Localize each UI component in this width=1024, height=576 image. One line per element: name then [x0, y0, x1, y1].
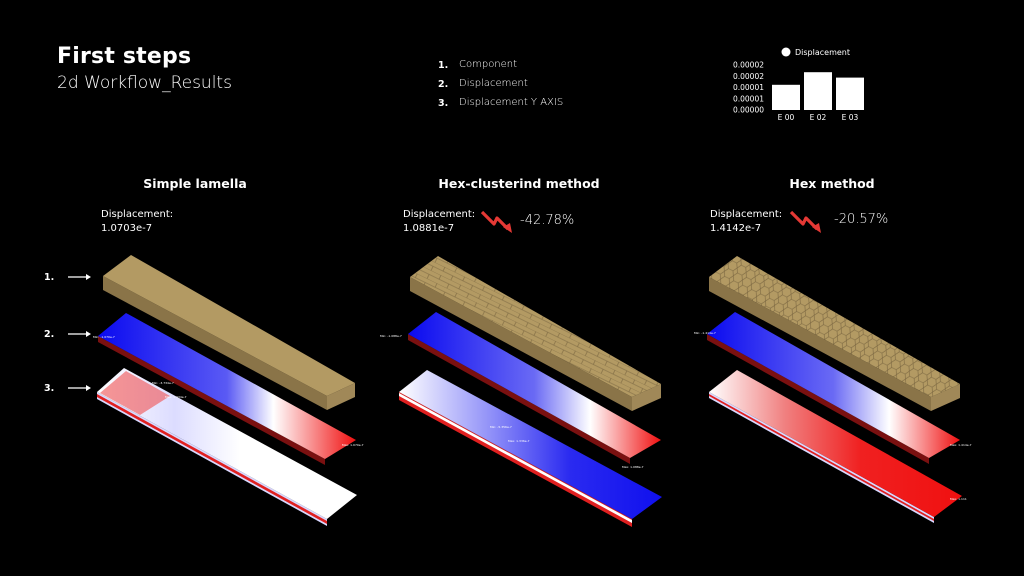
chart-bar [772, 84, 800, 110]
svg-text:Max: 1.414e-7: Max: 1.414e-7 [950, 443, 972, 447]
displacement-info: Displacement: 1.0703e-7 [101, 208, 173, 236]
legend-number: 3. [438, 98, 449, 109]
legend-number: 1. [438, 60, 449, 71]
svg-text:Max: 1.336e-7: Max: 1.336e-7 [508, 439, 530, 443]
legend-label: Component [459, 59, 518, 70]
row-arrow-icon [68, 331, 91, 337]
displacement-info: Displacement: 1.4142e-7 [710, 208, 782, 236]
displacement-label: Displacement: [710, 209, 783, 220]
x-tick-label: E 02 [810, 113, 827, 122]
row-number: 2. [44, 329, 55, 340]
hex-cluster-displacement: Min: -1.088e-7 Max: 1.088e-7 [380, 312, 661, 469]
hex-displacement: Min: -1.414e-7 Max: 1.414e-7 [694, 312, 972, 464]
column-title-hex: Hex method [789, 176, 875, 191]
column-title-hex-cluster: Hex-clusterind method [438, 176, 600, 191]
y-tick-label: 0.00001 [733, 94, 764, 103]
displacement-label: Displacement: [101, 209, 174, 220]
chart-bar [836, 77, 864, 110]
hex-displacement-y: Max: 1.111 [709, 370, 967, 523]
displacement-value: 1.0703e-7 [101, 223, 153, 234]
displacement-value: 1.0881e-7 [403, 223, 455, 234]
hex-cluster-component [410, 256, 661, 411]
chart-bar [804, 72, 832, 110]
chart-legend: Displacement [795, 48, 850, 57]
column-title-simple: Simple lamella [143, 176, 247, 191]
y-tick-label: 0.00000 [733, 106, 764, 115]
x-tick-label: E 03 [842, 113, 859, 122]
legend-label: Displacement Y AXIS [459, 97, 564, 108]
x-tick-label: E 00 [778, 113, 795, 122]
svg-text:Min: -1.414e-7: Min: -1.414e-7 [694, 331, 716, 335]
legend-label: Displacement [459, 78, 528, 89]
svg-text:Min: -1.088e-7: Min: -1.088e-7 [380, 334, 402, 338]
trend-down-icon [789, 210, 821, 233]
row-number: 3. [44, 383, 55, 394]
legend-number: 2. [438, 79, 449, 90]
legend-marker [781, 47, 791, 57]
displacement-info: Displacement: 1.0881e-7 [403, 208, 475, 236]
y-tick-label: 0.00001 [733, 83, 764, 92]
displacement-label: Displacement: [403, 209, 476, 220]
row-number: 1. [44, 272, 55, 283]
svg-text:Min: -3.734e-7: Min: -3.734e-7 [152, 381, 174, 385]
percent-change: -20.57% [834, 212, 889, 227]
svg-text:Max: 1.434e-7: Max: 1.434e-7 [165, 395, 187, 399]
simple-lamella-displacement-y: Min: -3.734e-7 Max: 1.434e-7 [97, 368, 357, 526]
simple-lamella-component [103, 255, 355, 410]
svg-text:Max: 1.070e-7: Max: 1.070e-7 [342, 443, 364, 447]
row-arrow-icon [68, 385, 91, 391]
y-tick-label: 0.00002 [733, 61, 764, 70]
row-arrow-icon [68, 274, 91, 280]
trend-down-icon [480, 210, 512, 233]
hex-component [709, 256, 960, 411]
simple-lamella-displacement: Min: -1.070e-7 Max: 1.070e-7 [93, 313, 364, 465]
page-title: First steps [57, 44, 192, 69]
svg-text:Max: 1.111: Max: 1.111 [950, 497, 967, 501]
svg-text:Min: -1.070e-7: Min: -1.070e-7 [93, 335, 115, 339]
svg-text:Min: -5.356e-7: Min: -5.356e-7 [490, 425, 512, 429]
percent-change: -42.78% [520, 213, 575, 228]
y-tick-label: 0.00002 [733, 72, 764, 81]
hex-cluster-displacement-y: Min: -5.356e-7 Max: 1.336e-7 [399, 370, 662, 527]
svg-text:Max: 1.088e-7: Max: 1.088e-7 [622, 465, 644, 469]
page-subtitle: 2d Workflow_Results [57, 73, 232, 93]
displacement-bar-chart: Displacement 0.00000 0.00001 0.00001 0.0000… [733, 47, 864, 122]
displacement-value: 1.4142e-7 [710, 223, 762, 234]
